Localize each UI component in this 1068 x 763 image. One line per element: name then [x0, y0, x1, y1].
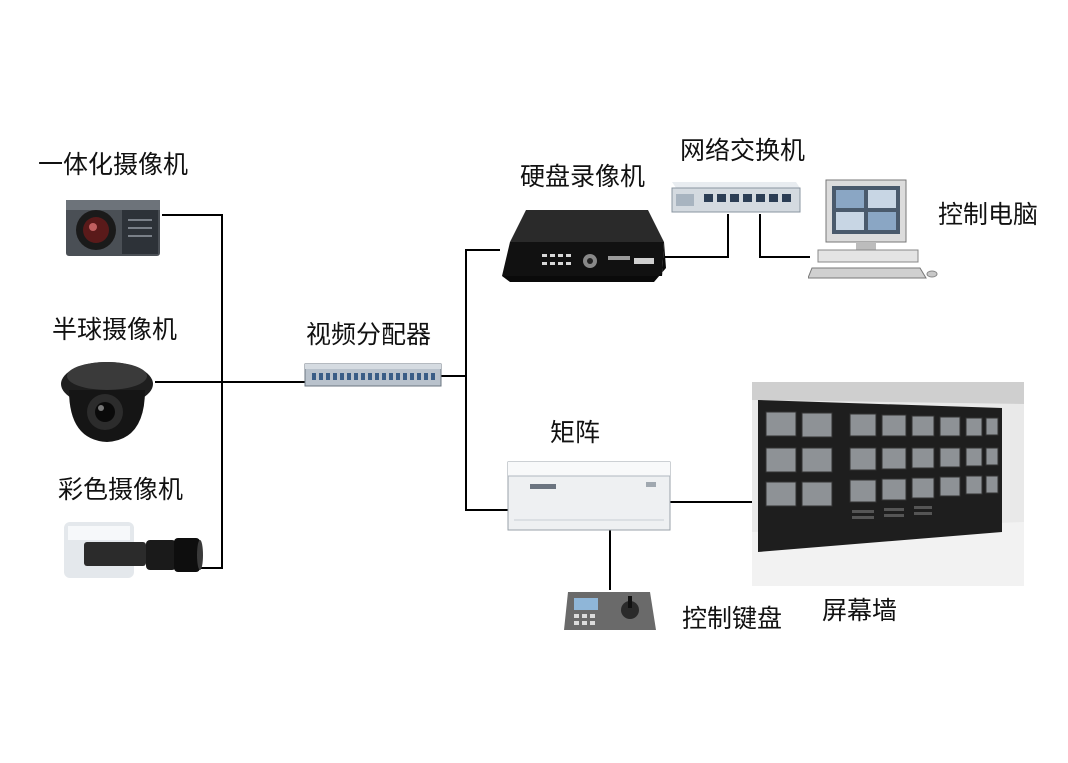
control-keyboard-label: 控制键盘: [682, 604, 783, 633]
wire-switch-pc: [759, 214, 810, 258]
control-keyboard-icon: [564, 592, 656, 630]
color-camera-icon: [64, 522, 203, 578]
dvr-label: 硬盘录像机: [520, 162, 646, 191]
integrated-camera-icon: [66, 200, 160, 256]
wire-integrated-camera: [162, 214, 223, 569]
control-pc-icon: [808, 179, 938, 279]
color-camera-label: 彩色摄像机: [58, 475, 184, 504]
dome-camera-label: 半球摄像机: [52, 315, 178, 344]
video-distributor-icon: [304, 363, 442, 387]
wire-right-bus: [465, 249, 508, 511]
screen-wall-label: 屏幕墙: [822, 596, 898, 625]
control-pc-label: 控制电脑: [938, 200, 1039, 229]
integrated-camera-label: 一体化摄像机: [38, 150, 189, 179]
matrix-icon: [507, 461, 671, 531]
matrix-label: 矩阵: [550, 418, 601, 447]
dome-camera-icon: [61, 362, 153, 442]
dvr-icon: [502, 210, 666, 282]
screen-wall-image: [752, 382, 1024, 586]
wire-dvr-switch: [664, 214, 729, 258]
network-switch-label: 网络交换机: [680, 136, 806, 165]
video-distributor-label: 视频分配器: [306, 320, 432, 349]
network-switch-icon: [671, 182, 801, 213]
